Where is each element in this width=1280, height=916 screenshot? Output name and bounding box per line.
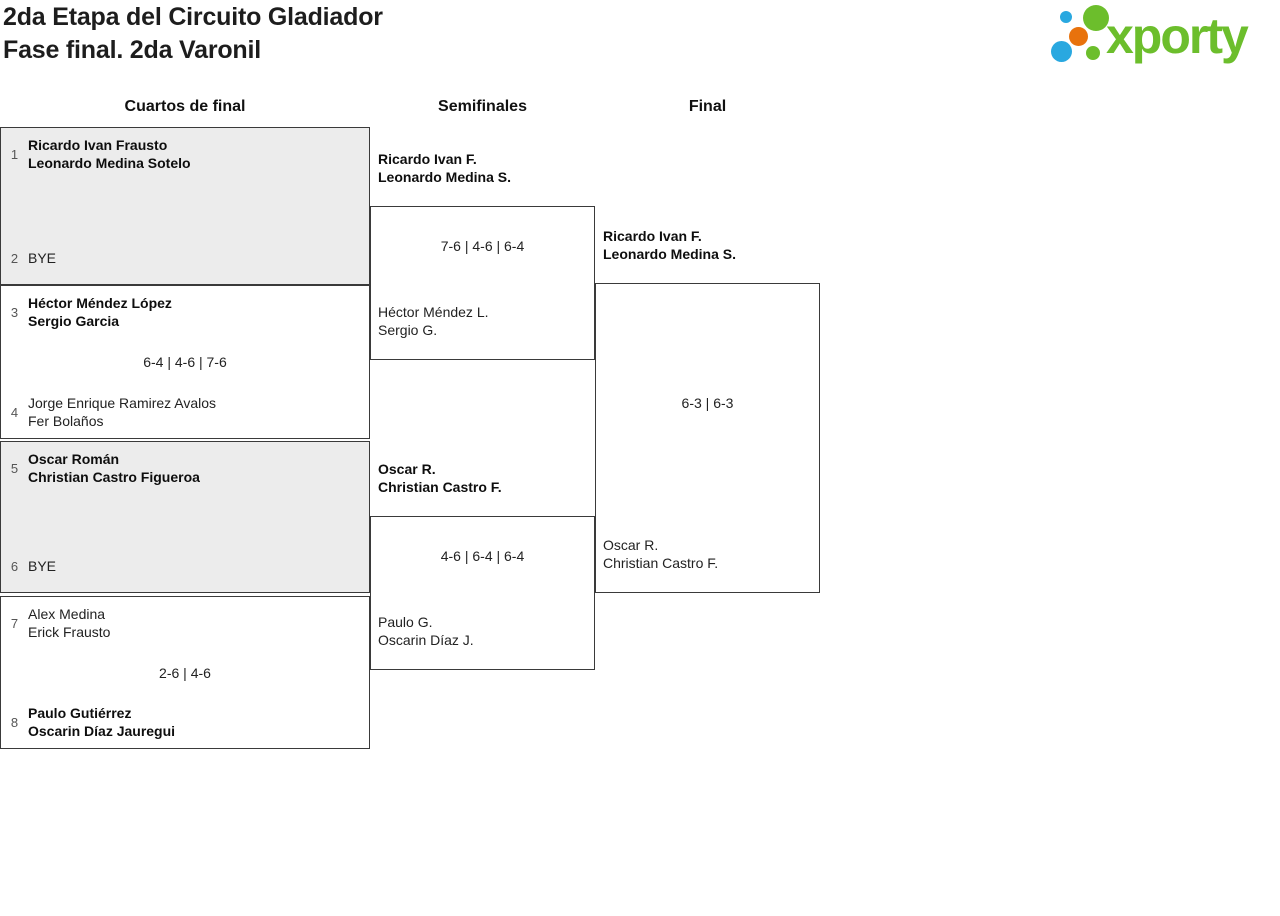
team-name: Ricardo Ivan Frausto Leonardo Medina Sot… — [28, 137, 191, 171]
logo-wordmark: xporty — [1106, 8, 1249, 64]
page-header: 2da Etapa del Circuito Gladiador Fase fi… — [3, 1, 383, 67]
match-final[interactable]: Ricardo Ivan F. Leonardo Medina S. 6-3 |… — [595, 228, 820, 593]
page-subtitle: Fase final. 2da Varonil — [3, 36, 261, 64]
round-header-final: Final — [688, 98, 727, 115]
team-name: Alex Medina Erick Frausto — [28, 606, 111, 640]
match-quarterfinal-1[interactable]: 1 Ricardo Ivan Frausto Leonardo Medina S… — [0, 127, 370, 285]
match-quarterfinal-3[interactable]: 5 Oscar Román Christian Castro Figueroa … — [0, 441, 370, 593]
logo-dot-orange-icon — [1069, 27, 1088, 46]
match-quarterfinal-2[interactable]: 3 Héctor Méndez López Sergio Garcia 6-4 … — [0, 285, 370, 439]
team-name: Jorge Enrique Ramirez Avalos Fer Bolaños — [28, 395, 217, 429]
team-entry-seed-8: 8 Paulo Gutiérrez Oscarin Díaz Jauregui — [9, 704, 363, 740]
team-entry-seed-1: 1 Ricardo Ivan Frausto Leonardo Medina S… — [9, 136, 363, 172]
seed-number: 4 — [10, 404, 19, 420]
logo-dot-green-small-icon — [1086, 46, 1100, 60]
seed-number: 5 — [10, 460, 19, 476]
team-entry-seed-4: 4 Jorge Enrique Ramirez Avalos Fer Bolañ… — [9, 394, 363, 430]
team-name: Oscar Román Christian Castro Figueroa — [28, 451, 200, 485]
team-entry-seed-2: 2 BYE — [9, 240, 363, 276]
match-semifinal-1[interactable]: Ricardo Ivan F. Leonardo Medina S. 7-6 |… — [370, 151, 595, 360]
match-score: 4-6 | 6-4 | 6-4 — [440, 548, 525, 564]
logo-dot-green-large-icon — [1083, 5, 1109, 31]
team-label: Ricardo Ivan F. Leonardo Medina S. — [603, 228, 737, 262]
seed-number: 6 — [10, 558, 19, 574]
bye-label: BYE — [28, 558, 57, 574]
seed-number: 1 — [10, 146, 19, 162]
seed-number: 3 — [10, 304, 19, 320]
team-label: Ricardo Ivan F. Leonardo Medina S. — [378, 151, 512, 185]
seed-number: 7 — [10, 615, 19, 631]
team-name: Paulo Gutiérrez Oscarin Díaz Jauregui — [28, 705, 176, 739]
team-label: Oscar R. Christian Castro F. — [603, 537, 719, 571]
team-entry-seed-7: 7 Alex Medina Erick Frausto — [9, 605, 363, 641]
bye-label: BYE — [28, 250, 57, 266]
xporty-logo[interactable]: xporty — [1050, 0, 1280, 74]
logo-dot-blue-small-icon — [1060, 11, 1072, 23]
match-semifinal-2[interactable]: Oscar R. Christian Castro F. 4-6 | 6-4 |… — [370, 461, 595, 670]
seed-number: 8 — [10, 714, 19, 730]
match-quarterfinal-4[interactable]: 7 Alex Medina Erick Frausto 2-6 | 4-6 8 … — [0, 596, 370, 749]
team-entry-seed-6: 6 BYE — [9, 548, 363, 584]
team-label: Paulo G. Oscarin Díaz J. — [378, 614, 474, 648]
round-header-semifinals: Semifinales — [438, 98, 527, 115]
match-score: 6-3 | 6-3 — [681, 395, 734, 411]
team-label: Oscar R. Christian Castro F. — [378, 461, 502, 495]
team-name: Héctor Méndez López Sergio Garcia — [28, 295, 172, 329]
team-entry-seed-3: 3 Héctor Méndez López Sergio Garcia — [9, 294, 363, 330]
match-score: 2-6 | 4-6 — [159, 664, 211, 681]
team-entry-seed-5: 5 Oscar Román Christian Castro Figueroa — [9, 450, 363, 486]
team-label: Héctor Méndez L. Sergio G. — [378, 304, 489, 338]
seed-number: 2 — [10, 250, 19, 266]
round-header-quarterfinals: Cuartos de final — [124, 98, 246, 115]
logo-dot-blue-large-icon — [1051, 41, 1072, 62]
match-score: 6-4 | 4-6 | 7-6 — [143, 354, 227, 370]
page-title: 2da Etapa del Circuito Gladiador — [3, 3, 383, 31]
match-score: 7-6 | 4-6 | 6-4 — [440, 238, 525, 254]
